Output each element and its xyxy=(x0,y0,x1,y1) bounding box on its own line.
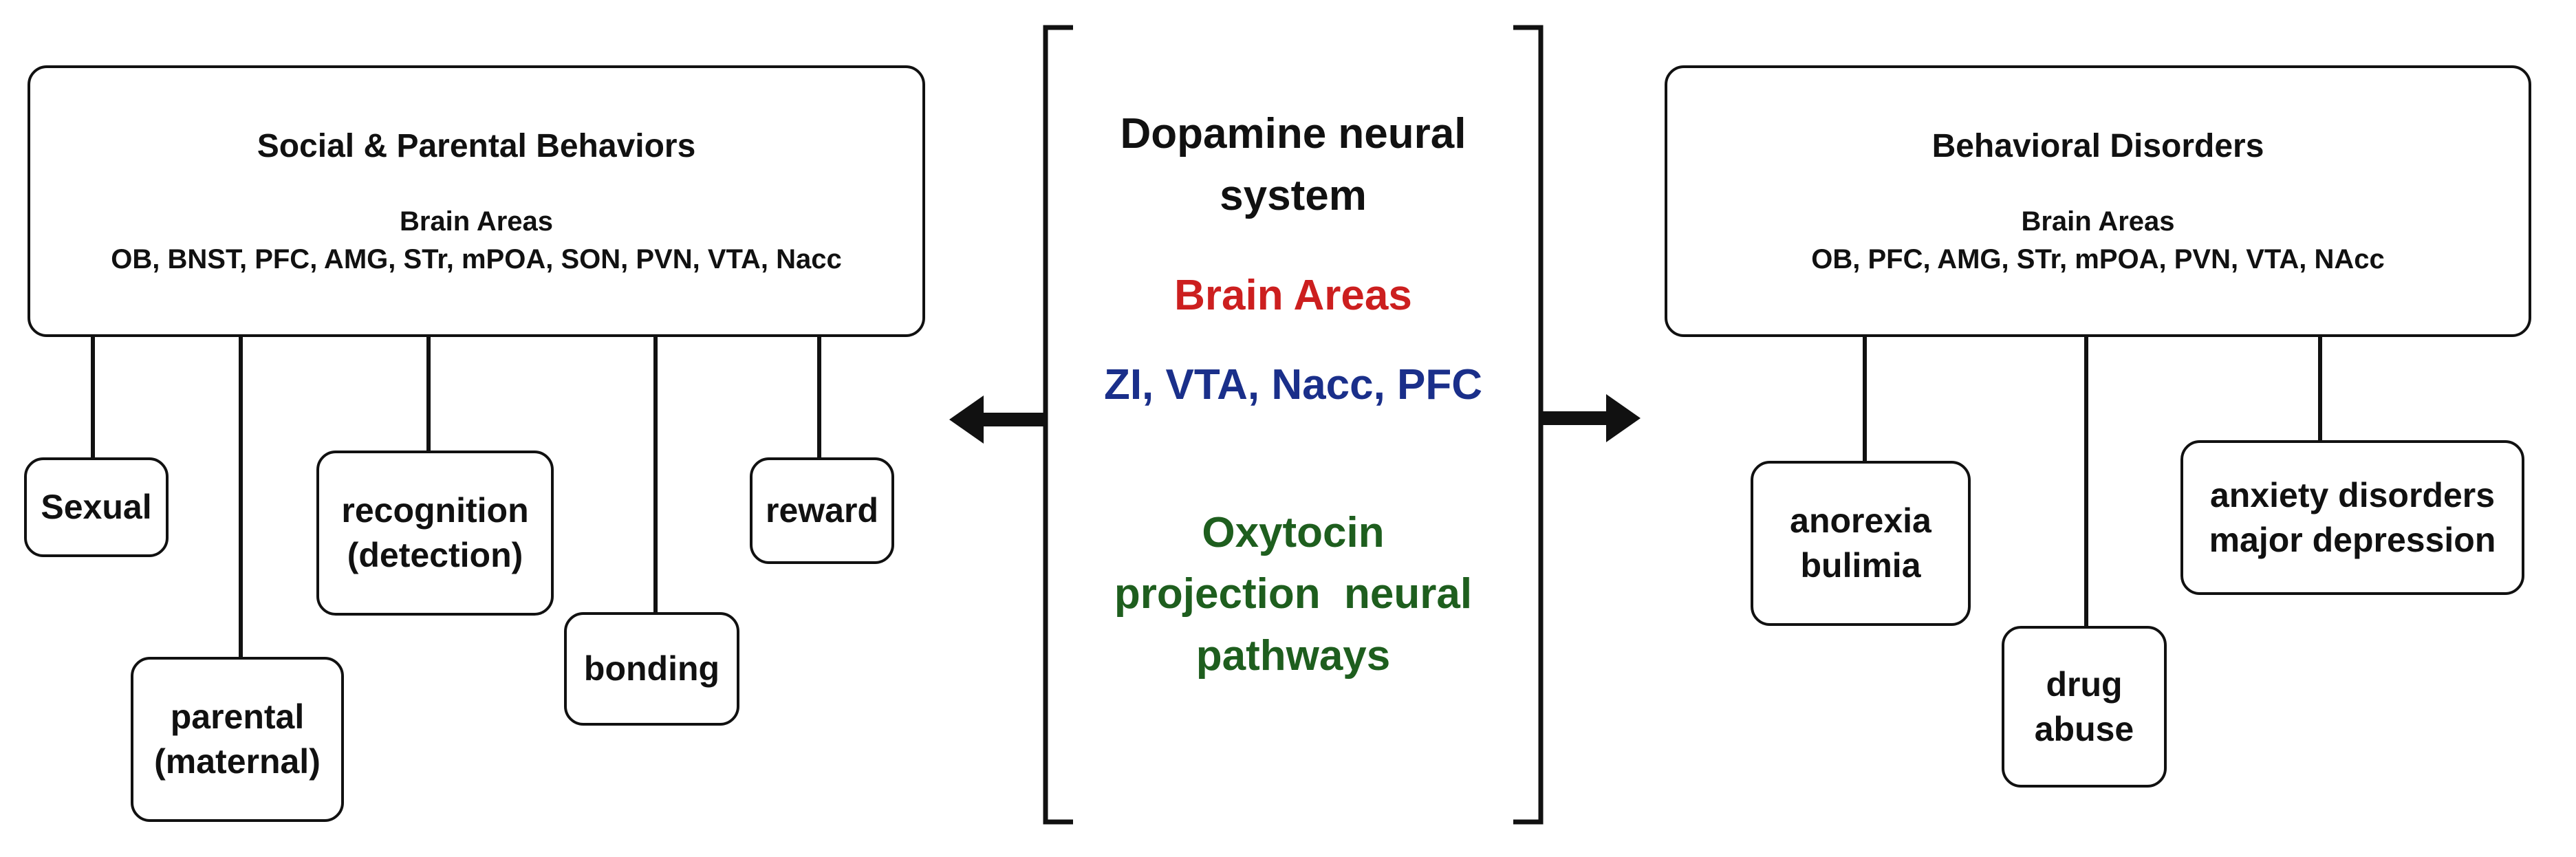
anorexia-box: anorexia bulimia xyxy=(1751,461,1971,626)
parental-box: parental (maternal) xyxy=(131,657,344,822)
connector-bonding xyxy=(653,337,658,612)
connector-parental xyxy=(239,337,243,657)
recognition-box: recognition (detection) xyxy=(316,451,554,616)
anorexia-label: anorexia xyxy=(1790,501,1931,540)
dopamine-title-line2: system xyxy=(1220,171,1367,219)
social-parental-box: Social & Parental Behaviors Brain Areas … xyxy=(28,65,925,337)
bulimia-label: bulimia xyxy=(1800,546,1921,585)
connector-sexual xyxy=(91,337,95,457)
left-brain-areas-label: Brain Areas xyxy=(399,206,554,237)
sexual-label: Sexual xyxy=(41,488,152,526)
maternal-label: (maternal) xyxy=(154,742,321,781)
reward-box: reward xyxy=(750,457,894,564)
bonding-box: bonding xyxy=(564,612,739,726)
reward-label: reward xyxy=(766,491,878,530)
center-brain-areas-label: Brain Areas xyxy=(1174,271,1412,319)
bonding-label: bonding xyxy=(583,649,720,688)
center-panel: Dopamine neural system Brain Areas ZI, V… xyxy=(1046,31,1541,822)
connector-anorexia xyxy=(1863,337,1867,461)
behavioral-disorders-title: Behavioral Disorders xyxy=(1931,128,2264,164)
right-arrow xyxy=(1541,394,1641,442)
behavioral-disorders-box: Behavioral Disorders Brain Areas OB, PFC… xyxy=(1665,65,2531,337)
dopamine-title-line1: Dopamine neural xyxy=(1120,110,1466,158)
anxiety-label: anxiety disorders xyxy=(2209,475,2496,514)
drug-abuse-box: drug abuse xyxy=(2002,626,2167,788)
social-parental-title: Social & Parental Behaviors xyxy=(257,128,696,164)
left-arrow xyxy=(949,395,1046,444)
drug-label: drug xyxy=(2046,664,2123,704)
depression-label: major depression xyxy=(2209,520,2496,559)
oxytocin-line1: Oxytocin xyxy=(1202,508,1385,556)
detection-label: (detection) xyxy=(347,536,523,574)
right-brain-areas-list: OB, PFC, AMG, STr, mPOA, PVN, VTA, NAcc xyxy=(1811,244,2385,274)
abuse-label: abuse xyxy=(2034,709,2134,748)
connector-reward xyxy=(817,337,821,457)
left-brain-areas-list: OB, BNST, PFC, AMG, STr, mPOA, SON, PVN,… xyxy=(111,244,842,274)
oxytocin-line2: projection neural xyxy=(1114,570,1473,618)
center-brain-areas-list: ZI, VTA, Nacc, PFC xyxy=(1103,360,1483,409)
anxiety-box: anxiety disorders major depression xyxy=(2180,440,2524,595)
sexual-box: Sexual xyxy=(24,457,169,557)
parental-label: parental xyxy=(170,697,305,736)
connector-recognition xyxy=(426,337,431,451)
oxytocin-line3: pathways xyxy=(1195,632,1391,680)
connector-drug xyxy=(2084,337,2088,626)
right-brain-areas-label: Brain Areas xyxy=(2021,206,2175,237)
connector-anxiety xyxy=(2318,337,2322,440)
recognition-label: recognition xyxy=(341,491,529,530)
